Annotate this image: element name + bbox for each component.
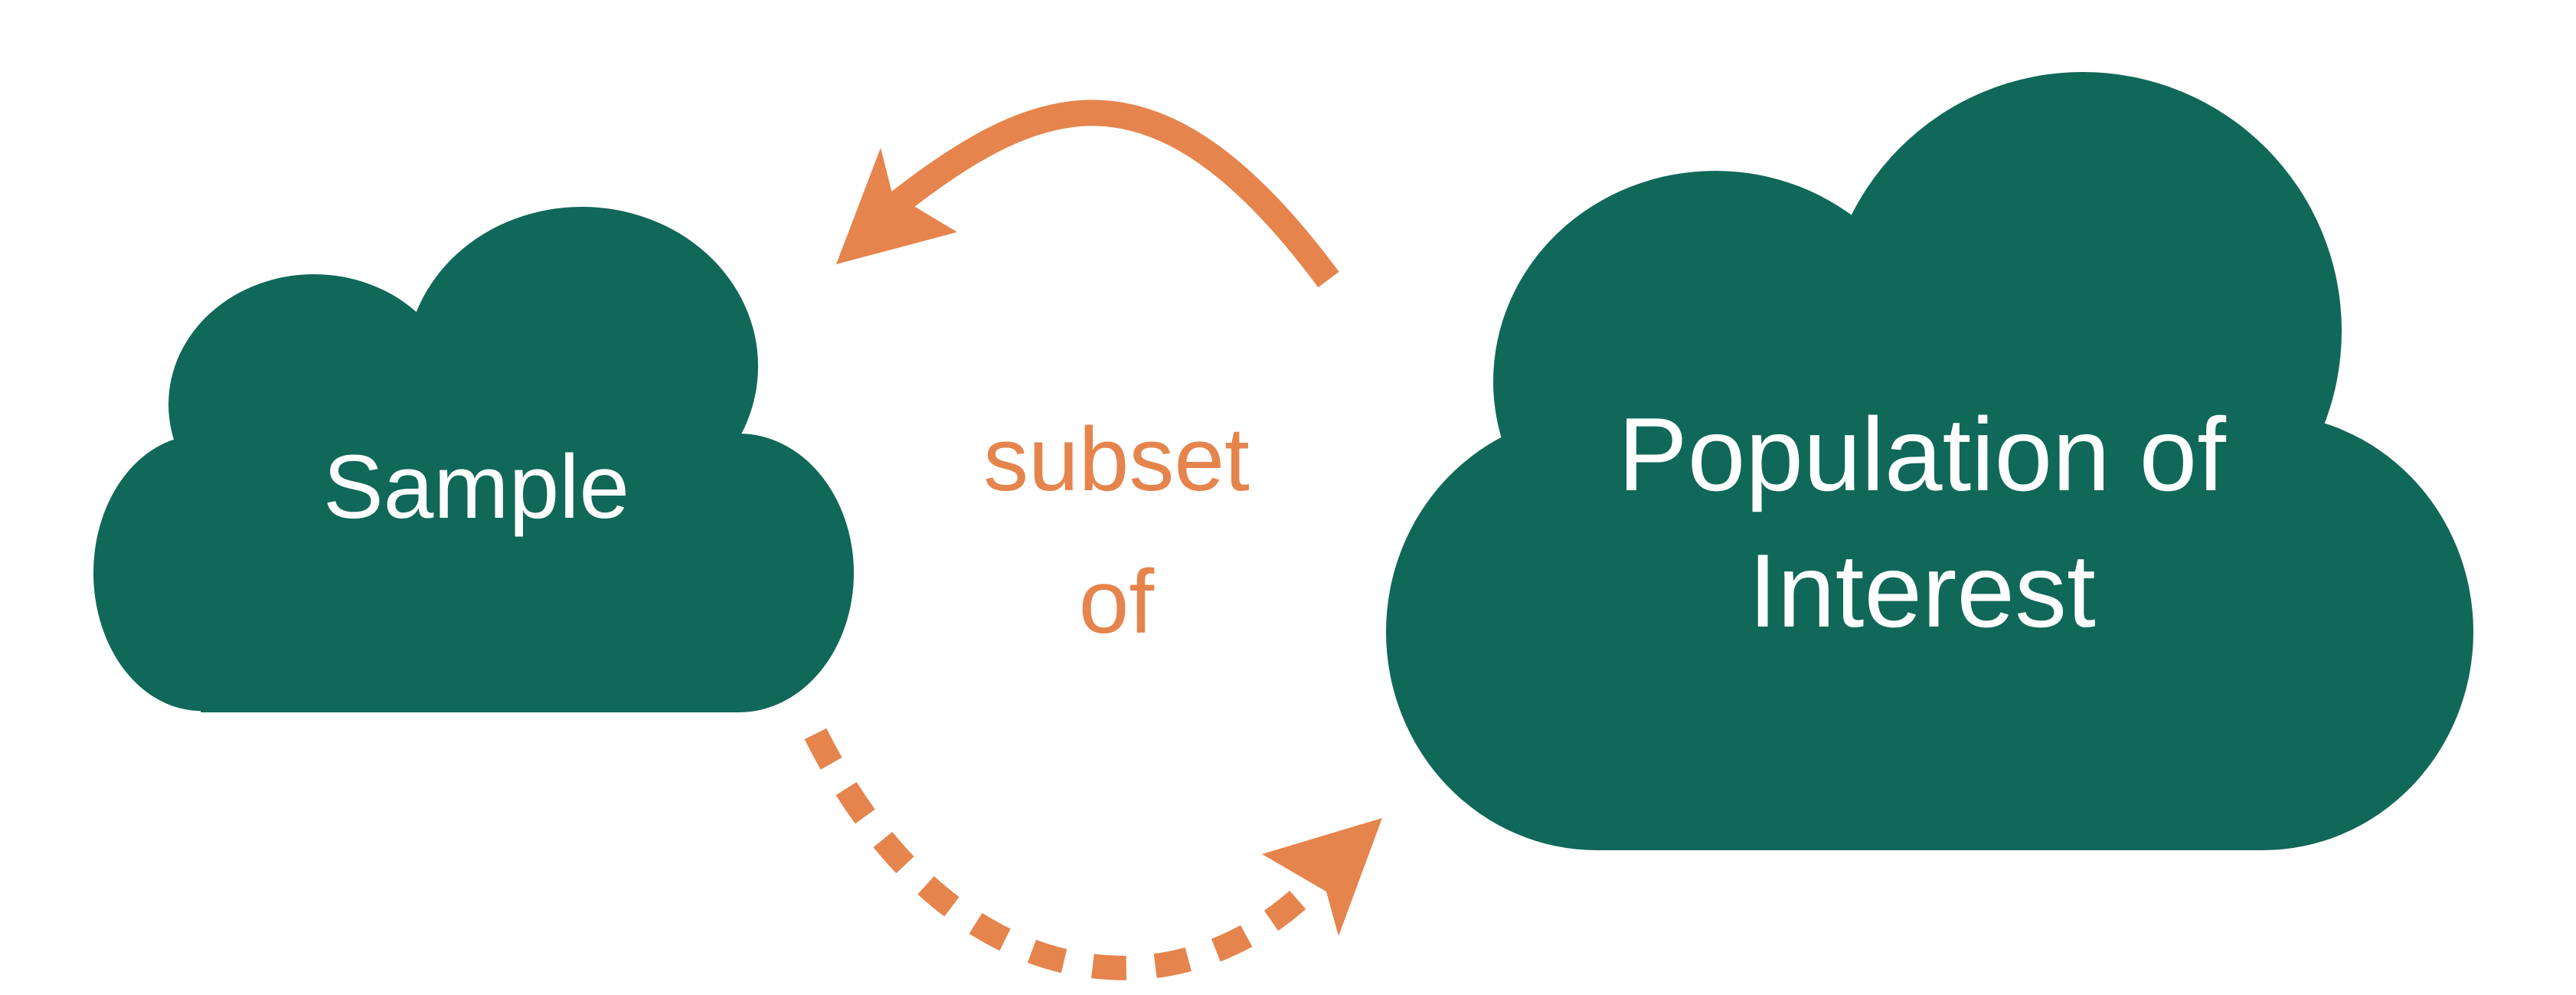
bottom-arrow — [804, 728, 1382, 980]
sample-label: Sample — [323, 437, 629, 538]
top-arrow-curve — [880, 100, 1339, 288]
relation-label-line1: subset — [983, 409, 1250, 510]
bottom-arrow-curve — [804, 728, 1334, 980]
bottom-arrow-head — [1262, 818, 1382, 936]
population-label-line2: Interest — [1748, 532, 2096, 649]
sample-cloud: Sample — [93, 207, 854, 712]
relation-label-line2: of — [1079, 552, 1155, 653]
population-label-line1: Population of — [1618, 396, 2226, 512]
top-arrow-head — [836, 148, 957, 264]
top-arrow — [836, 100, 1339, 288]
population-cloud: Population of Interest — [1386, 72, 2473, 850]
sample-cloud-shape — [93, 207, 854, 712]
relation-label: subset of — [983, 409, 1250, 653]
population-cloud-shape — [1386, 72, 2473, 850]
